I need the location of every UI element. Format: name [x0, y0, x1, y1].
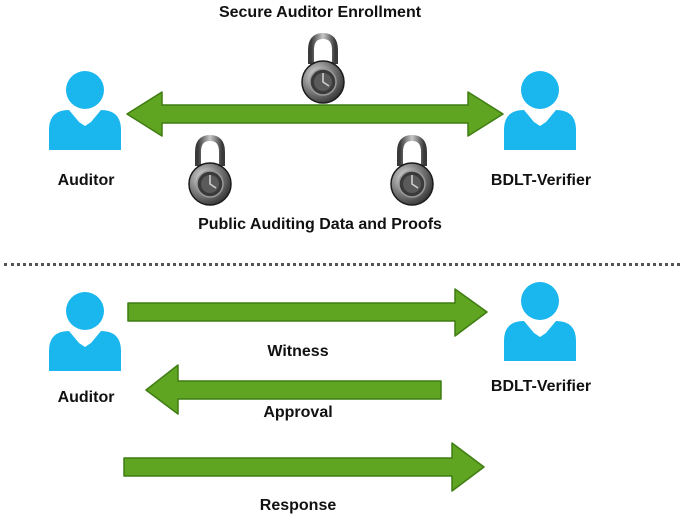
response-arrow-icon — [123, 442, 485, 492]
padlock-icon — [302, 36, 344, 103]
auditor-person-icon — [49, 71, 121, 150]
section-divider — [4, 263, 680, 266]
response-label: Response — [259, 497, 337, 514]
witness-label: Witness — [267, 343, 329, 360]
auditor-person-icon — [49, 292, 121, 371]
witness-arrow-icon — [127, 288, 488, 337]
padlock-icon — [391, 138, 433, 205]
padlock-icon — [189, 138, 231, 205]
auditor-label: Auditor — [57, 389, 115, 406]
verifier-label: BDLT-Verifier — [490, 172, 592, 189]
verifier-person-icon — [504, 282, 576, 361]
approval-label: Approval — [263, 404, 333, 421]
approval-arrow-icon — [145, 364, 442, 415]
auditing-data-caption: Public Auditing Data and Proofs — [198, 216, 442, 233]
enrollment-title: Secure Auditor Enrollment — [218, 4, 422, 21]
verifier-label: BDLT-Verifier — [490, 378, 592, 395]
verifier-person-icon — [504, 71, 576, 150]
auditor-label: Auditor — [57, 172, 115, 189]
double-arrow-icon — [126, 91, 504, 137]
